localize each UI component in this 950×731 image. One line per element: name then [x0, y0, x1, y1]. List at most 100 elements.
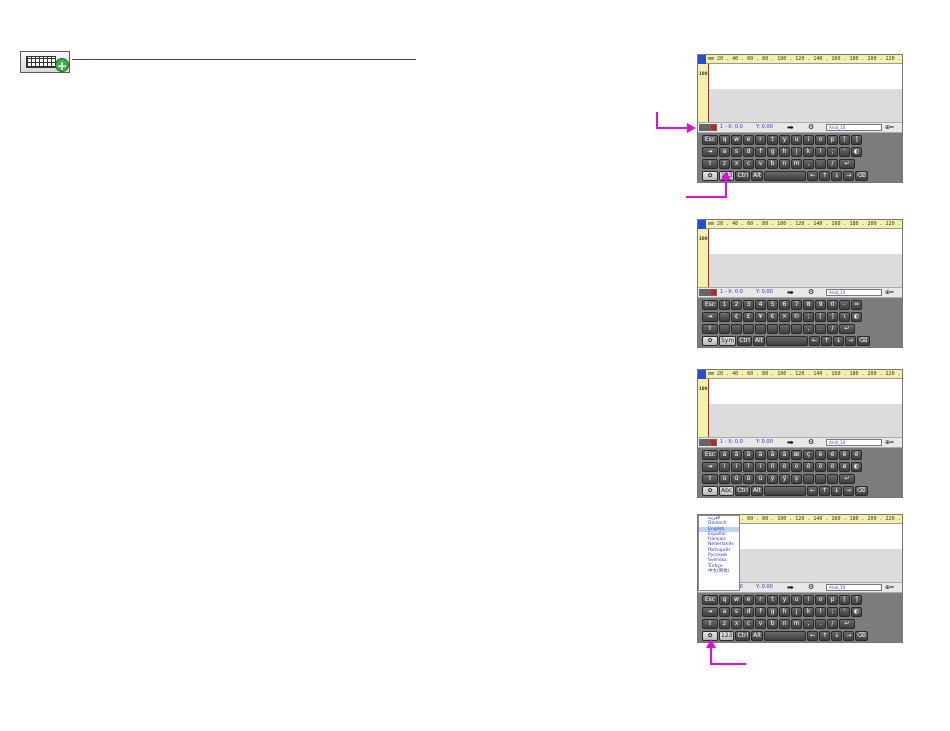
key[interactable]: ↵: [839, 619, 855, 629]
key[interactable]: f: [755, 607, 766, 617]
key[interactable]: h: [779, 147, 790, 157]
key[interactable]: ş: [791, 474, 802, 484]
key[interactable]: Esc: [702, 595, 718, 605]
key[interactable]: ⇧: [702, 619, 718, 629]
language-option[interactable]: Português: [708, 547, 731, 553]
language-option[interactable]: Türkçe: [708, 563, 723, 569]
key[interactable]: m: [791, 159, 802, 169]
keyboard-toggle-icon[interactable]: [699, 124, 717, 131]
key[interactable]: j: [791, 147, 802, 157]
key[interactable]: .: [815, 619, 826, 629]
key[interactable]: [827, 474, 838, 484]
key[interactable]: ◐: [851, 312, 862, 322]
document-page[interactable]: [708, 64, 902, 89]
font-select[interactable]: Arial_10: [826, 289, 882, 296]
key[interactable]: 7: [791, 300, 802, 310]
key[interactable]: Esc: [702, 450, 718, 460]
language-key[interactable]: ✿: [702, 486, 718, 496]
key[interactable]: u: [791, 135, 802, 145]
key[interactable]: ó: [791, 462, 802, 472]
key[interactable]: ↑: [819, 486, 831, 496]
key[interactable]: ↑: [819, 631, 831, 641]
key[interactable]: û: [743, 474, 754, 484]
key[interactable]: v: [755, 619, 766, 629]
key[interactable]: ü: [755, 474, 766, 484]
zoom-icon[interactable]: ⊕━: [885, 289, 894, 296]
key[interactable]: Alt: [752, 336, 766, 346]
key[interactable]: Ctrl: [735, 486, 750, 496]
keyboard-toggle-icon[interactable]: [699, 289, 717, 296]
key[interactable]: r: [755, 595, 766, 605]
key[interactable]: ⇥: [702, 462, 718, 472]
document-page[interactable]: [708, 229, 902, 254]
key[interactable]: ÿ: [779, 474, 790, 484]
key[interactable]: ä: [755, 450, 766, 460]
key[interactable]: w: [731, 595, 742, 605]
key[interactable]: 2: [731, 300, 742, 310]
key[interactable]: i: [803, 595, 814, 605]
key[interactable]: Alt: [751, 171, 764, 181]
key[interactable]: z: [719, 159, 730, 169]
key[interactable]: ;: [827, 607, 838, 617]
language-option[interactable]: Español: [708, 531, 726, 537]
key[interactable]: [719, 324, 730, 334]
key[interactable]: p: [827, 595, 838, 605]
key[interactable]: b: [767, 619, 778, 629]
key[interactable]: ù: [719, 474, 730, 484]
key[interactable]: ↵: [839, 324, 855, 334]
go-arrow-icon[interactable]: ➡: [787, 288, 794, 297]
key[interactable]: ç: [803, 450, 814, 460]
key[interactable]: ⌫: [857, 336, 870, 346]
key[interactable]: w: [731, 135, 742, 145]
key[interactable]: e: [743, 135, 754, 145]
language-option[interactable]: Svenska: [708, 558, 727, 564]
key[interactable]: x: [731, 619, 742, 629]
key[interactable]: /: [827, 159, 838, 169]
key[interactable]: ↓: [833, 336, 845, 346]
key[interactable]: [791, 324, 802, 334]
key[interactable]: ò: [779, 462, 790, 472]
key[interactable]: ⇥: [702, 607, 718, 617]
key[interactable]: ◐: [851, 607, 862, 617]
key[interactable]: ý: [767, 474, 778, 484]
key[interactable]: ö: [827, 462, 838, 472]
key[interactable]: o: [815, 135, 826, 145]
key[interactable]: ]: [851, 595, 862, 605]
key[interactable]: æ: [791, 450, 802, 460]
key[interactable]: →: [843, 631, 855, 641]
key[interactable]: ⌫: [855, 486, 868, 496]
key[interactable]: \: [839, 312, 850, 322]
zoom-icon[interactable]: ⊕━: [885, 439, 894, 446]
key[interactable]: ñ: [767, 462, 778, 472]
key[interactable]: 0: [827, 300, 838, 310]
go-arrow-icon[interactable]: ➡: [787, 123, 794, 132]
go-arrow-icon[interactable]: ➡: [787, 583, 794, 592]
key[interactable]: ;: [803, 312, 814, 322]
key[interactable]: u: [791, 595, 802, 605]
key[interactable]: .: [815, 324, 826, 334]
key[interactable]: 8: [803, 300, 814, 310]
key[interactable]: /: [827, 324, 838, 334]
key[interactable]: ': [839, 147, 850, 157]
key[interactable]: [731, 324, 742, 334]
gear-icon[interactable]: ⚙: [808, 288, 815, 296]
font-select[interactable]: Arial_10: [826, 439, 882, 446]
document-page[interactable]: [708, 524, 902, 549]
key[interactable]: t: [767, 135, 778, 145]
key[interactable]: ⇧: [702, 159, 718, 169]
key[interactable]: å: [767, 450, 778, 460]
key[interactable]: c: [743, 159, 754, 169]
key[interactable]: Ctrl: [735, 631, 751, 641]
key[interactable]: €: [767, 312, 778, 322]
document-page[interactable]: [708, 379, 902, 404]
key[interactable]: ,: [803, 159, 814, 169]
key[interactable]: h: [779, 607, 790, 617]
key[interactable]: v: [755, 159, 766, 169]
key[interactable]: s: [731, 147, 742, 157]
gear-icon[interactable]: ⚙: [808, 123, 815, 131]
language-option[interactable]: English: [699, 526, 739, 532]
key[interactable]: [: [839, 135, 850, 145]
key[interactable]: ↓: [831, 631, 843, 641]
key[interactable]: Alt: [750, 486, 764, 496]
key[interactable]: -: [839, 300, 850, 310]
